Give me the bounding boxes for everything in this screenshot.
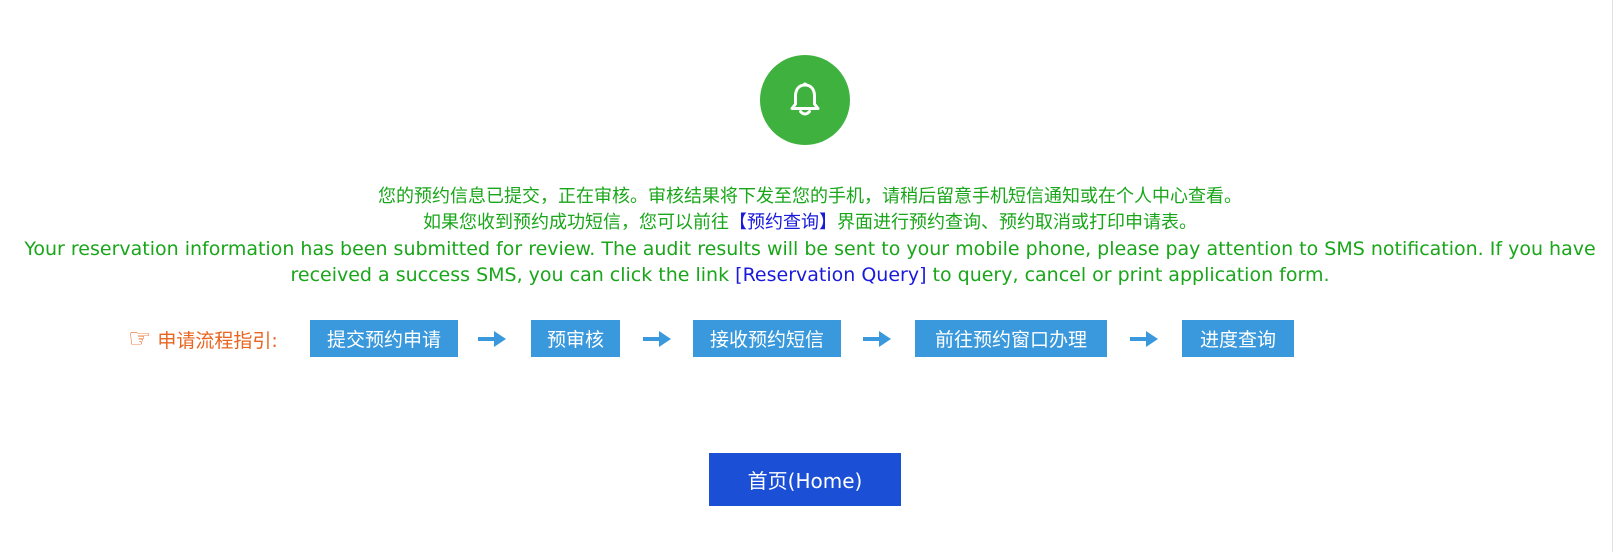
flow-step-prereview[interactable]: 预审核 bbox=[531, 320, 620, 357]
right-arrow-icon bbox=[643, 331, 671, 347]
process-flow: ☞ 申请流程指引: 提交预约申请 预审核 接收预约短信 前往预约窗口办理 bbox=[0, 320, 1620, 358]
home-button[interactable]: 首页(Home) bbox=[709, 453, 901, 506]
flow-step-label: 前往预约窗口办理 bbox=[934, 329, 1087, 351]
notice-message: 您的预约信息已提交，正在审核。审核结果将下发至您的手机，请稍后留意手机短信通知或… bbox=[20, 184, 1600, 288]
reservation-query-link-en[interactable]: [Reservation Query] bbox=[735, 264, 927, 286]
scrollbar-edge bbox=[1612, 0, 1613, 552]
notification-badge bbox=[760, 55, 850, 145]
flow-step-label: 接收预约短信 bbox=[709, 329, 824, 351]
flow-step-visit-window[interactable]: 前往预约窗口办理 bbox=[915, 320, 1107, 357]
notice-line-cn-2: 如果您收到预约成功短信，您可以前往【预约查询】界面进行预约查询、预约取消或打印申… bbox=[20, 210, 1600, 236]
flow-step-label: 提交预约申请 bbox=[326, 329, 441, 351]
right-arrow-icon bbox=[863, 331, 891, 347]
reservation-query-link-cn[interactable]: 【预约查询】 bbox=[729, 212, 837, 233]
bell-icon bbox=[790, 82, 820, 116]
notice-line-cn-1: 您的预约信息已提交，正在审核。审核结果将下发至您的手机，请稍后留意手机短信通知或… bbox=[20, 184, 1600, 210]
notice-line-en-1: Your reservation information has been su… bbox=[20, 236, 1600, 262]
pointing-hand-icon: ☞ bbox=[128, 324, 152, 354]
notice-text: Your reservation information has been su… bbox=[24, 238, 1596, 260]
notice-line-en-2: received a success SMS, you can click th… bbox=[20, 262, 1600, 288]
notice-text: to query, cancel or print application fo… bbox=[926, 264, 1330, 286]
flow-guide-label: ☞ 申请流程指引: bbox=[128, 324, 278, 354]
notice-text: 如果您收到预约成功短信，您可以前往 bbox=[423, 212, 729, 233]
right-arrow-icon bbox=[1130, 331, 1158, 347]
notice-text: 您的预约信息已提交，正在审核。审核结果将下发至您的手机，请稍后留意手机短信通知或… bbox=[378, 186, 1242, 207]
flow-step-receive-sms[interactable]: 接收预约短信 bbox=[693, 320, 841, 357]
flow-guide-text: 申请流程指引: bbox=[157, 329, 278, 352]
notice-text: 界面进行预约查询、预约取消或打印申请表。 bbox=[837, 212, 1197, 233]
right-arrow-icon bbox=[478, 331, 506, 347]
flow-step-submit[interactable]: 提交预约申请 bbox=[310, 320, 458, 357]
notice-text: received a success SMS, you can click th… bbox=[290, 264, 736, 286]
flow-step-label: 进度查询 bbox=[1199, 329, 1276, 351]
flow-step-progress-query[interactable]: 进度查询 bbox=[1182, 320, 1294, 357]
flow-step-label: 预审核 bbox=[546, 329, 604, 351]
